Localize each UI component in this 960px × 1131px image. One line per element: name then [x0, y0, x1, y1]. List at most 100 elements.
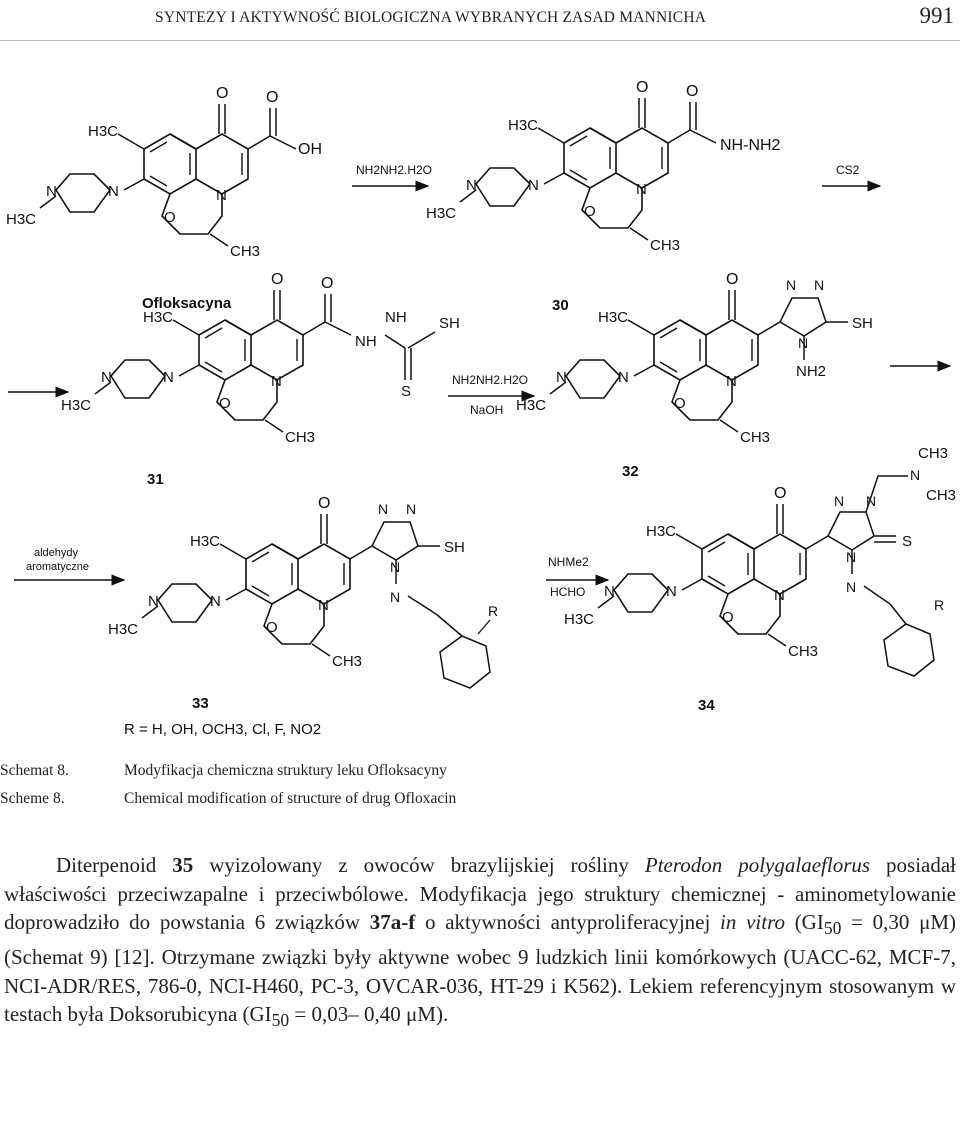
caption-label: Scheme 8. [0, 790, 65, 807]
reagent: CS2 [836, 163, 860, 177]
atom-r: R [934, 597, 944, 613]
reagent: NHMe2 [548, 555, 589, 569]
atom-nh: NH [385, 309, 407, 326]
atom-h3c: H3C [646, 523, 676, 540]
atom-ch3: CH3 [926, 487, 956, 504]
atom-n: N [814, 277, 824, 293]
atom-ch3: CH3 [918, 445, 948, 462]
atom-n: N [271, 373, 282, 390]
atom-n: N [834, 493, 844, 509]
atom-o: O [266, 619, 278, 636]
caption-text: Modyfikacja chemiczna struktury leku Ofl… [124, 762, 447, 779]
reagent: HCHO [550, 585, 585, 599]
text-run: o aktywności antyproliferacyjnej [415, 910, 721, 935]
atom-n: N [910, 467, 920, 483]
caption-text: Chemical modification of structure of dr… [124, 790, 457, 807]
atom-n: N [786, 277, 796, 293]
atom-nh: NH [355, 333, 377, 350]
atom-o: O [674, 395, 686, 412]
caption-label: Schemat 8. [0, 762, 69, 779]
atom-h3c: H3C [598, 309, 628, 326]
atom-ch3: CH3 [332, 653, 362, 670]
atom-h3c: H3C [108, 621, 138, 638]
atom-h3c: H3C [564, 611, 594, 628]
atom-n: N [46, 183, 57, 200]
compound-label-32: 32 [622, 463, 639, 480]
atom-n: N [466, 177, 477, 194]
atom-n: N [318, 597, 329, 614]
atom-nh-nh2: NH-NH2 [720, 137, 781, 154]
term-in-vitro: in vitro [720, 910, 785, 935]
reagent: NH2NH2.H2O [452, 373, 528, 387]
reaction-scheme: O O OH N O H3C N N H3C CH3 Ofloksacyna N… [6, 79, 956, 738]
atom-h3c: H3C [143, 309, 173, 326]
atom-n: N [556, 369, 567, 386]
reagent: aldehydy [34, 547, 79, 559]
atom-oh: OH [298, 141, 322, 158]
atom-n: N [101, 369, 112, 386]
species-name: Pterodon polygalaeflorus [644, 853, 871, 877]
text-run: Diterpenoid [56, 853, 173, 877]
atom-n: N [528, 177, 539, 194]
atom-n: N [726, 373, 737, 390]
atom-h3c: H3C [508, 117, 538, 134]
atom-r: R [488, 603, 498, 619]
atom-ch3: CH3 [788, 643, 818, 660]
atom-ch3: CH3 [740, 429, 770, 446]
compound-label-ofloksacyna: Ofloksacyna [142, 295, 232, 312]
atom-h3c: H3C [426, 205, 456, 222]
atom-n: N [774, 587, 785, 604]
atom-n: N [846, 549, 856, 565]
atom-n: N [378, 501, 388, 517]
atom-o: O [686, 83, 698, 100]
atom-h3c: H3C [88, 123, 118, 140]
atom-n: N [604, 583, 615, 600]
atom-o: O [216, 85, 228, 102]
atom-o: O [266, 89, 278, 106]
atom-o: O [774, 485, 786, 502]
atom-n: N [846, 579, 856, 595]
compound-label-31: 31 [147, 471, 164, 488]
atom-n: N [666, 583, 677, 600]
atom-o: O [271, 271, 283, 288]
atom-s: S [902, 533, 912, 550]
atom-nh2: NH2 [796, 363, 826, 380]
text-run: wyizolowany z owoców brazylijskiej rośli… [193, 853, 645, 877]
reagent: NaOH [470, 403, 503, 417]
atom-n: N [866, 493, 876, 509]
compound-label-34: 34 [698, 697, 715, 714]
compound-ref: 37a-f [369, 910, 416, 935]
atom-n: N [148, 593, 159, 610]
atom-n: N [108, 183, 119, 200]
atom-ch3: CH3 [285, 429, 315, 446]
page-header: SYNTEZY I AKTYWNOŚĆ BIOLOGICZNA WYBRANYC… [0, 0, 960, 41]
atom-n: N [618, 369, 629, 386]
text-run: posiadał właściwości przeciwzapalne i pr… [4, 853, 957, 935]
atom-o: O [318, 495, 330, 512]
atom-h3c: H3C [516, 397, 546, 414]
atom-o: O [321, 275, 333, 292]
reagent: NH2NH2.H2O [356, 163, 432, 177]
compound-label-33: 33 [192, 695, 209, 712]
substituent-definition: R = H, OH, OCH3, Cl, F, NO2 [124, 721, 321, 738]
text-run: = 0,03– 0,40 μM). [289, 1002, 449, 1027]
atom-o: O [584, 203, 596, 220]
atom-n: N [390, 589, 400, 605]
reagent: aromatyczne [26, 561, 89, 573]
atom-n: N [390, 559, 400, 575]
atom-n: N [163, 369, 174, 386]
atom-n: N [636, 181, 647, 198]
atom-sh: SH [444, 539, 465, 556]
text-run: = 0,30 μM) (Schemat 9) [12]. Otrzymane z… [4, 910, 957, 1027]
page-number: 991 [919, 3, 955, 28]
body-paragraph: Diterpenoid 35 wyizolowany z owoców braz… [4, 851, 956, 1035]
atom-o: O [722, 609, 734, 626]
atom-o: O [726, 271, 738, 288]
atom-ch3: CH3 [230, 243, 260, 260]
atom-n: N [406, 501, 416, 517]
atom-sh: SH [439, 315, 460, 332]
atom-sh: SH [852, 315, 873, 332]
subscript: 50 [823, 918, 842, 939]
subscript: 50 [271, 1010, 290, 1031]
compound-label-30: 30 [552, 297, 569, 314]
